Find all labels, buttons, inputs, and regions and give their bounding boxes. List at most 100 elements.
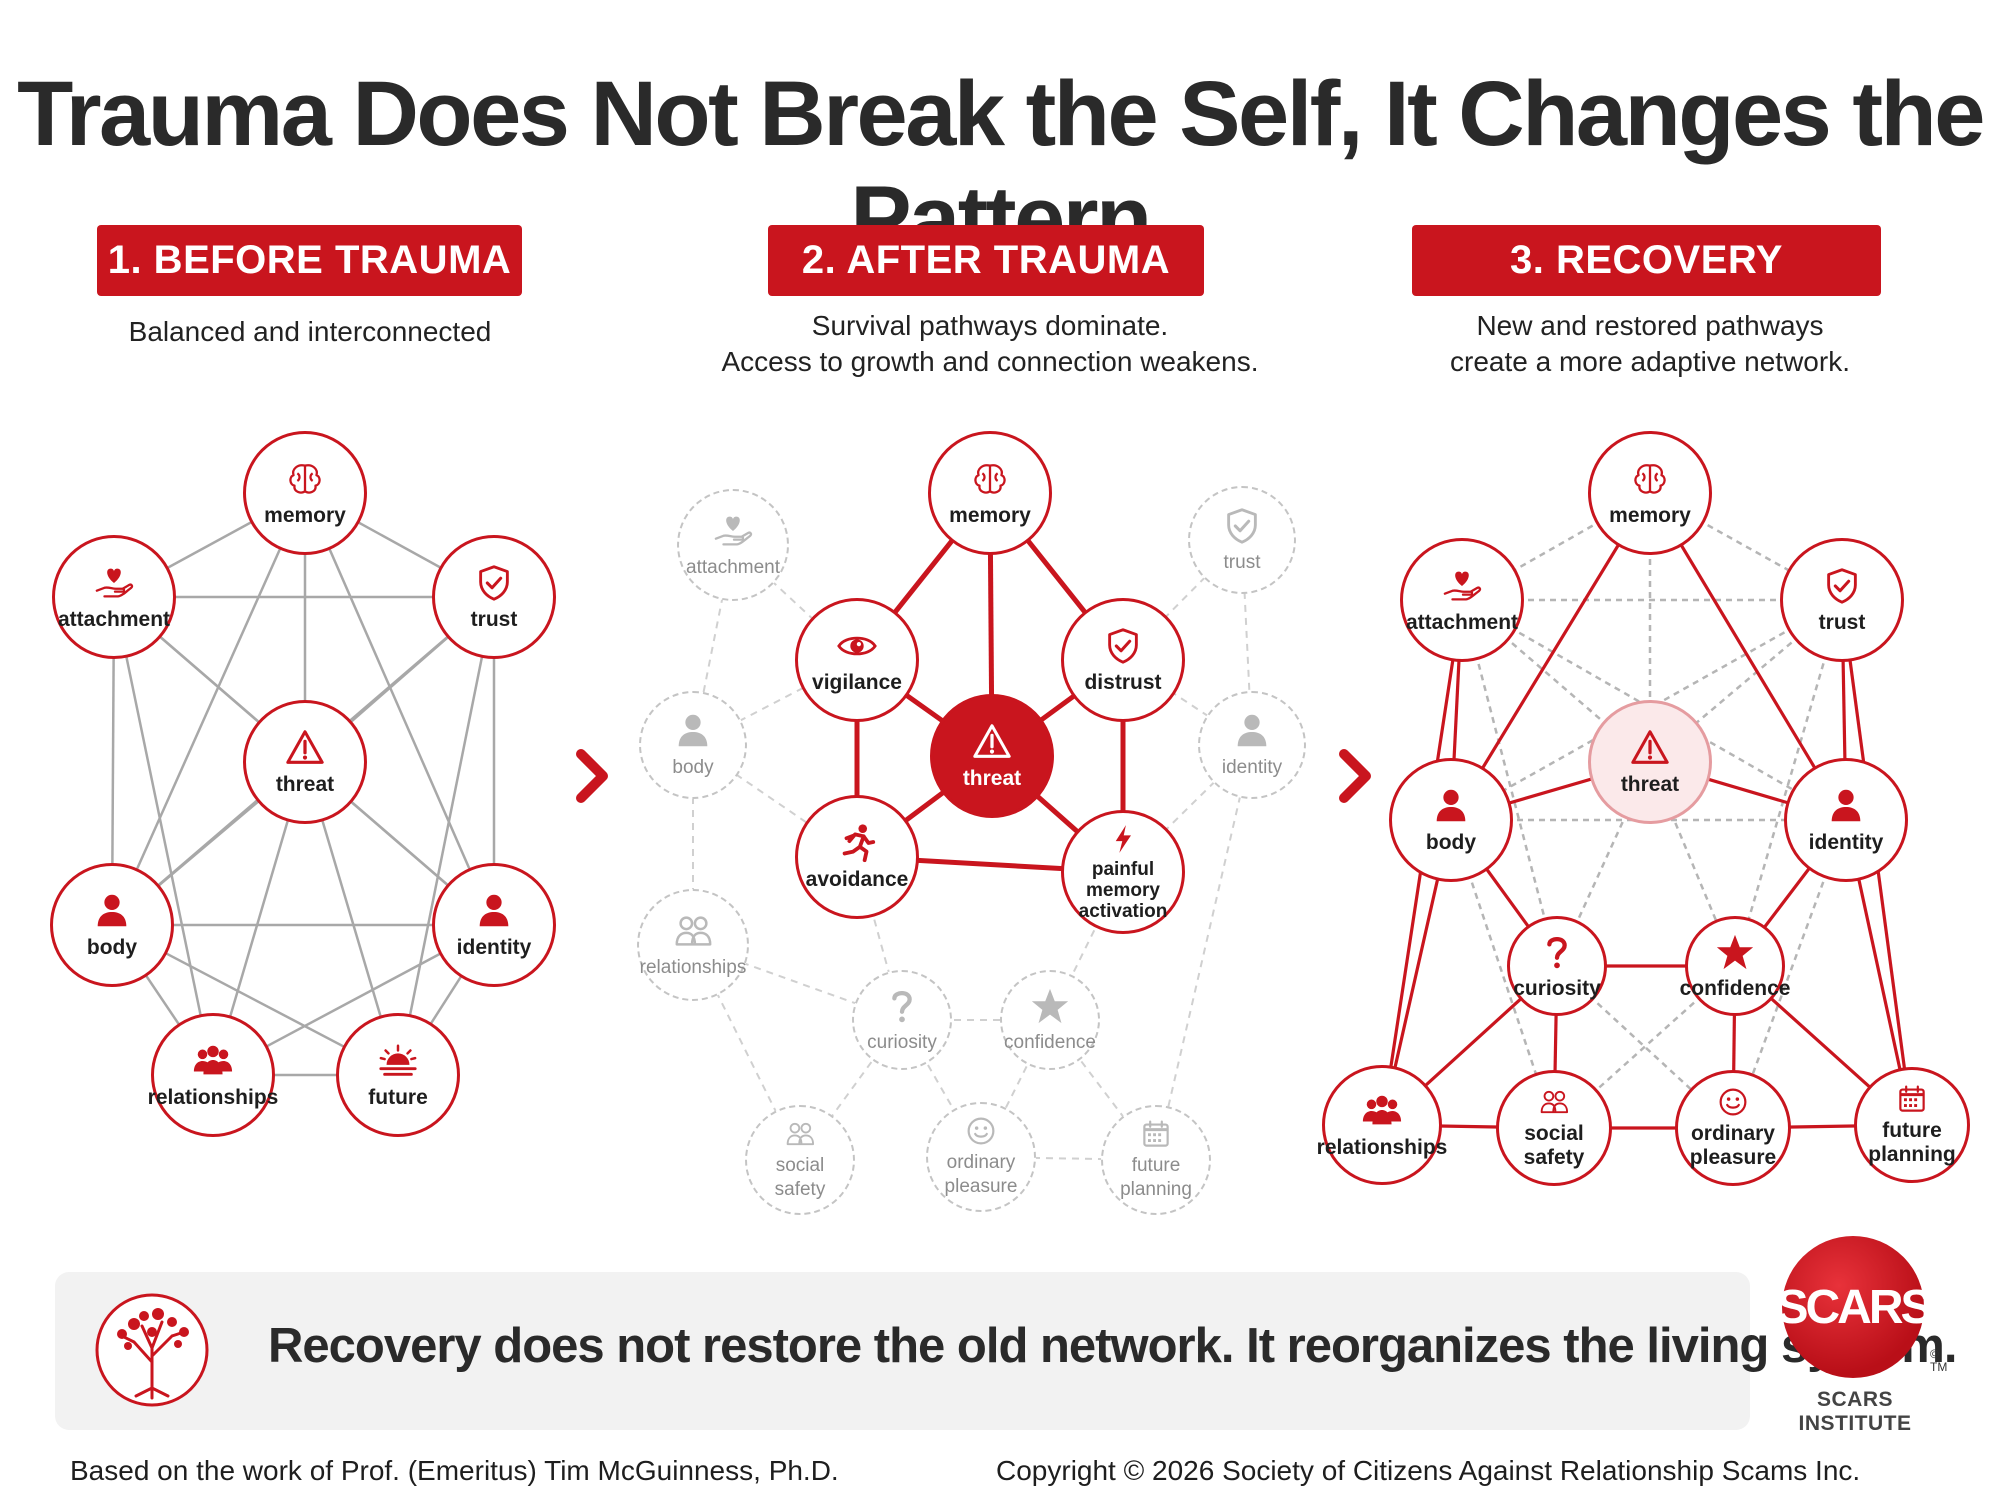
node-future: future	[336, 1013, 460, 1137]
node-label-line: body	[86, 936, 138, 959]
node-avoidance: avoidance	[795, 795, 919, 919]
node-label: avoidance	[806, 868, 909, 892]
brain-icon	[974, 464, 1006, 494]
node-label-line: social	[775, 1155, 825, 1176]
person-icon	[1436, 789, 1466, 822]
node-label-line: distrust	[1084, 671, 1162, 694]
running-icon	[842, 824, 876, 863]
node-label-line: pleasure	[1689, 1146, 1777, 1169]
node-label-line: body	[672, 757, 714, 778]
panel-subtitle-recovery: New and restored pathways create a more …	[1350, 308, 1950, 380]
node-body: body	[1389, 758, 1513, 882]
node-label-line: threat	[962, 767, 1022, 790]
node-label-line: confidence	[1679, 977, 1791, 1000]
node-label-line: curiosity	[867, 1032, 937, 1053]
node-label-line: identity	[456, 936, 532, 959]
person-icon	[678, 714, 708, 747]
node-label: relationships	[1317, 1136, 1448, 1160]
panel-subtitle-after: Survival pathways dominate. Access to gr…	[680, 308, 1300, 380]
node-label-line: painful	[1091, 858, 1155, 880]
node-threat: threat	[930, 694, 1054, 818]
node-label: curiosity	[867, 1031, 937, 1055]
warning-icon	[1631, 730, 1669, 764]
pair-icon	[675, 916, 712, 946]
node-body: body	[639, 691, 747, 799]
node-label: threat	[963, 767, 1021, 791]
subtitle-line: Balanced and interconnected	[128, 316, 492, 347]
node-label-line: identity	[1808, 831, 1884, 854]
tree-icon	[95, 1293, 209, 1407]
node-relationships: relationships	[1317, 1065, 1447, 1185]
person-icon	[97, 894, 127, 927]
edge	[1461, 599, 1651, 763]
node-distrust: distrust	[1061, 598, 1185, 722]
node-memory: memory	[1588, 431, 1712, 555]
node-identity: identity	[432, 863, 556, 987]
node-label-line: safety	[1523, 1146, 1585, 1169]
node-trust: trust	[1780, 538, 1904, 662]
bottom-message: Recovery does not restore the old networ…	[268, 1319, 1957, 1373]
node-label-line: future	[1131, 1155, 1181, 1176]
brain-icon	[1634, 464, 1666, 494]
message-bar	[55, 1272, 1750, 1430]
person-icon	[1237, 714, 1267, 747]
node-label-line: threat	[1620, 773, 1680, 796]
node-label-line: planning	[1120, 1179, 1192, 1200]
node-trust: trust	[432, 535, 556, 659]
node-label-line: memory	[949, 504, 1031, 527]
edge	[303, 492, 496, 926]
edge	[112, 596, 215, 1076]
eye-icon	[837, 636, 877, 656]
node-label: social safety	[775, 1154, 826, 1202]
node-label: identity	[457, 936, 532, 960]
credit-text: Based on the work of Prof. (Emeritus) Ti…	[70, 1455, 839, 1486]
node-identity: identity	[1784, 758, 1908, 882]
question-icon	[892, 990, 912, 1023]
node-label: body	[672, 756, 713, 780]
scars-logo: SCARS	[1776, 1236, 1933, 1378]
node-confidence: confidence	[1680, 916, 1790, 1016]
node-label-line: avoidance	[805, 868, 909, 891]
node-label: vigilance	[812, 671, 902, 695]
node-vigilance: vigilance	[795, 598, 919, 722]
edge	[396, 596, 496, 1076]
node-label-line: future	[1882, 1119, 1942, 1142]
sunrise-icon	[379, 1044, 417, 1076]
subtitle-line: create a more adaptive network.	[1450, 346, 1850, 377]
node-label: body	[87, 936, 137, 960]
faded-edge	[1155, 744, 1253, 1161]
node-label-line: trust	[470, 608, 518, 631]
panel-header-after: 2. AFTER TRAUMA	[768, 225, 1204, 296]
node-trust: trust	[1188, 486, 1296, 594]
node-memory: memory	[928, 431, 1052, 555]
node-threat: threat	[243, 700, 367, 824]
node-label-line: relationships	[639, 957, 747, 978]
node-social: social safety	[745, 1105, 855, 1215]
node-identity: identity	[1198, 691, 1306, 799]
logo-marks: © TM	[1930, 1347, 1948, 1374]
heart-hand-icon	[95, 568, 134, 598]
pair-icon	[786, 1122, 815, 1146]
node-label-line: ordinary	[946, 1152, 1016, 1173]
node-label: confidence	[1004, 1031, 1096, 1055]
node-label: memory	[1609, 504, 1691, 528]
node-label: body	[1426, 831, 1476, 855]
node-label-line: attachment	[57, 608, 171, 631]
chevron-right-icon	[576, 749, 608, 803]
logo-text: SCARS	[1776, 1280, 1932, 1334]
node-label: trust	[1819, 611, 1866, 635]
node-label-line: trust	[1818, 611, 1866, 634]
edge	[1733, 599, 1844, 967]
subtitle-line: Survival pathways dominate.	[811, 310, 1169, 341]
node-label: threat	[1621, 773, 1679, 797]
node-label-line: safety	[774, 1179, 826, 1200]
subtitle-line: New and restored pathways	[1476, 310, 1824, 341]
node-label: attachment	[58, 608, 170, 632]
subtitle-line: Access to growth and connection weakens.	[721, 346, 1259, 377]
shield-check-icon	[1108, 628, 1138, 664]
